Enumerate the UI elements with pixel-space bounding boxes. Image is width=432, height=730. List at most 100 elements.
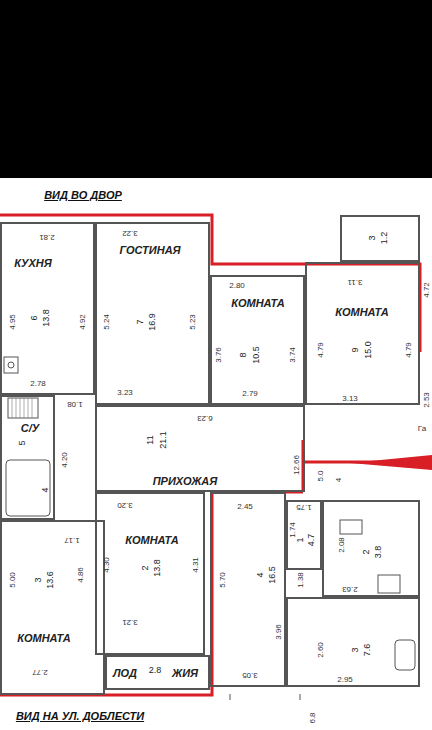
dimension-label: 5.0 — [316, 470, 325, 481]
dimension-label: 12.66 — [292, 455, 301, 475]
dimension-label: 4.92 — [78, 314, 87, 330]
dimension-label: 2.60 — [316, 642, 325, 658]
view-caption: ВИД НА УЛ. ДОБЛЕСТИ — [16, 710, 144, 722]
room-name: КОМНАТА — [17, 632, 70, 644]
room-area: 13.8 — [41, 309, 51, 327]
room-area: 1.2 — [379, 232, 389, 245]
dimension-label: 2.53 — [422, 392, 431, 408]
dimension-label: 3.96 — [274, 624, 283, 640]
room-area: 15.0 — [363, 341, 373, 359]
dimension-label: 5.23 — [188, 314, 197, 330]
room-area: 7.6 — [362, 644, 372, 657]
room-area: 3.8 — [373, 546, 383, 559]
bedroom: КОМНАТА 915.0 — [305, 262, 420, 405]
dimension-label: 2.81 — [39, 233, 55, 242]
room-area: 8 — [238, 352, 248, 357]
burner — [8, 362, 14, 368]
bedroom: КОМНАТА 313.6 — [0, 520, 105, 695]
room-area: 4.7 — [306, 534, 316, 547]
dimension-label: 3.20 — [117, 501, 133, 510]
radiator — [8, 398, 38, 418]
room-area: 9 — [350, 347, 360, 352]
black-band — [0, 0, 432, 178]
dimension-label: 6.8 — [308, 712, 317, 723]
neighbor-room: 37.6 — [286, 597, 420, 687]
dimension-label: 2.79 — [242, 389, 258, 398]
room-area: 21.1 — [158, 431, 168, 449]
room-name: С/У — [21, 422, 39, 434]
room-area: 1 — [295, 537, 305, 542]
room-area: 13.8 — [152, 559, 162, 577]
dimension-label: 2.08 — [337, 537, 346, 553]
dimension-label: 2.95 — [337, 675, 353, 684]
apartment-outline — [0, 215, 432, 695]
room-area: 4 — [255, 572, 265, 577]
dimension-label: 3.11 — [348, 278, 363, 287]
wall-ticks — [230, 694, 300, 700]
dimension-label: 1.08 — [67, 400, 83, 409]
dimension-label: 4.31 — [191, 557, 200, 573]
bedroom: КОМНАТА 213.8 — [95, 492, 205, 655]
room-area: 3 — [33, 577, 43, 582]
room-area: 3 — [367, 235, 377, 240]
dimension-label: 3.22 — [122, 229, 138, 238]
dimension-label: 2.78 — [30, 379, 46, 388]
room-area: 2.8 — [149, 665, 162, 675]
room-area: 13.6 — [45, 571, 55, 589]
toilet — [395, 640, 415, 670]
sink — [340, 520, 362, 534]
dimension-label: 4.30 — [102, 557, 111, 573]
dimension-label: 3.13 — [342, 394, 358, 403]
dimension-label: 5.00 — [8, 572, 17, 588]
dimension-label: 2.63 — [342, 585, 358, 594]
dimension-label: 4.79 — [404, 342, 413, 358]
room-name: ЛОД — [113, 667, 137, 679]
dimension-label: 4.79 — [316, 342, 325, 358]
neighbor-room: 416.5 — [210, 492, 286, 687]
red-wedge — [350, 455, 432, 470]
dimension-label: 2.80 — [229, 281, 245, 290]
dimension-label: 1.17 — [64, 536, 80, 545]
dimension-label: 1.38 — [296, 572, 305, 588]
dimension-label: 3.21 — [122, 618, 138, 627]
room-area: 16.9 — [147, 313, 157, 331]
kitchen-room: КУХНЯ 613.8 — [0, 222, 95, 395]
room-area: 4 — [40, 487, 50, 492]
loggia: ЛОД 2.8 ЖИЯ — [105, 655, 210, 690]
dimension-label: 1.74 — [288, 522, 297, 538]
dimension-label: 4 — [334, 478, 343, 482]
dimension-label: 3.76 — [214, 347, 223, 363]
room-area: 3 — [350, 647, 360, 652]
bathroom: С/У54 — [0, 395, 55, 520]
room-area: 2 — [361, 549, 371, 554]
dimension-label: 4.95 — [8, 314, 17, 330]
room-area: 2 — [140, 565, 150, 570]
dimension-label: 4.86 — [76, 567, 85, 583]
view-caption: ВИД ВО ДВОР — [44, 189, 122, 201]
living-room: ГОСТИНАЯ 716.9 — [95, 222, 210, 405]
dimension-label: 3.23 — [117, 388, 133, 397]
dimension-label: 5.70 — [218, 572, 227, 588]
room-area: 6 — [29, 315, 39, 320]
radiator-right — [378, 575, 400, 593]
bedroom: КОМНАТА 810.5 — [210, 275, 305, 405]
dimension-label: Га — [418, 424, 426, 433]
fixtures — [4, 357, 415, 700]
room-area: 11 — [145, 435, 155, 444]
room-name: КУХНЯ — [14, 257, 52, 269]
neighbor-room: 31.2 — [340, 215, 420, 262]
room-name: ГОСТИНАЯ — [119, 244, 180, 256]
room-name: КОМНАТА — [125, 534, 178, 546]
dimension-label: 1.75 — [296, 503, 312, 512]
room-name: ЖИЯ — [172, 667, 198, 679]
room-area: 10.5 — [251, 346, 261, 364]
dimension-label: 5.24 — [102, 314, 111, 330]
room-name: КОМНАТА — [335, 306, 388, 318]
room-area: 7 — [135, 319, 145, 324]
dimension-label: 3.05 — [242, 671, 258, 680]
room-name: КОМНАТА — [231, 297, 284, 309]
room-area: 16.5 — [267, 566, 277, 584]
dimension-label: 2.45 — [237, 502, 253, 511]
room-name: ПРИХОЖАЯ — [153, 475, 218, 487]
